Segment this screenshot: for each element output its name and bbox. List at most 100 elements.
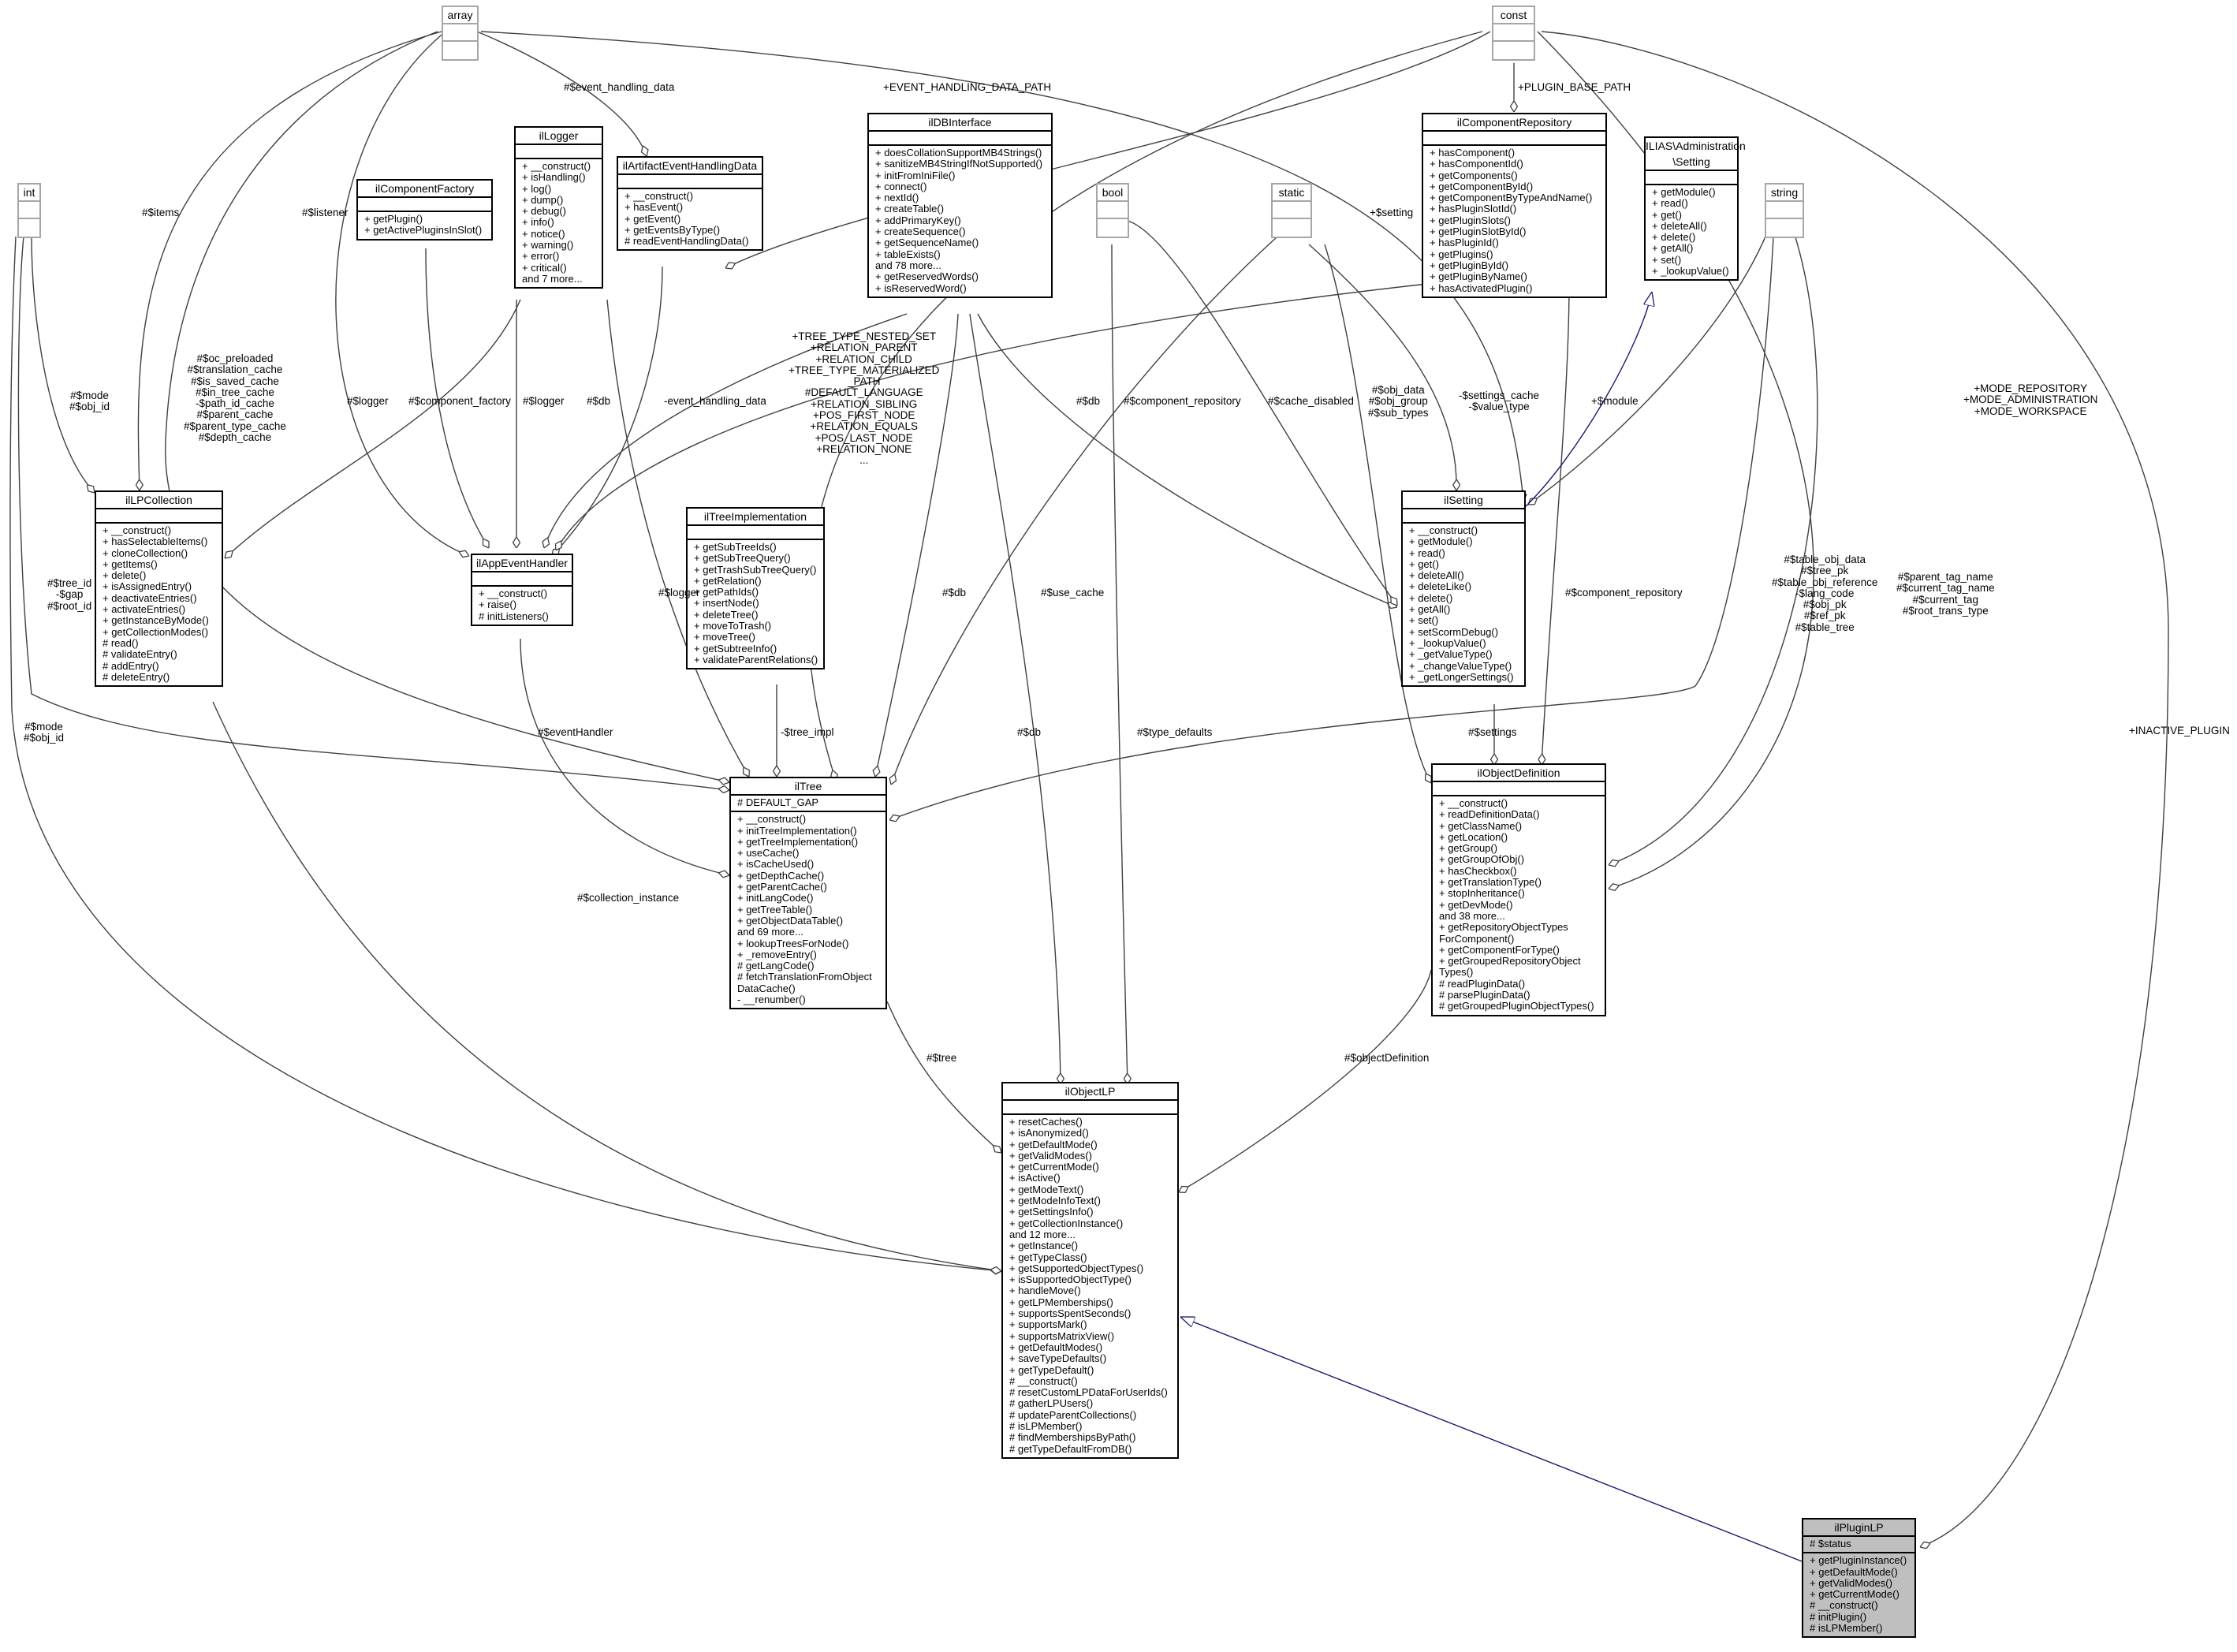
edge-static-objectdef xyxy=(1324,244,1431,783)
class-name: ilTreeImplementation xyxy=(688,509,823,526)
method-section: + __construct() + getModule() + read() +… xyxy=(1409,524,1514,683)
edge-bool-ilsetting xyxy=(1127,220,1397,606)
edge-int-iltree xyxy=(17,236,729,790)
edge-static-iltree xyxy=(891,236,1278,785)
edge-iltree-objectlp xyxy=(886,1001,1001,1153)
edge-array-appeventhandler xyxy=(335,31,469,556)
edge-label: #$settings xyxy=(1468,726,1517,738)
edge-label: -event_handling_data xyxy=(664,395,766,407)
class-illogger: ilLogger + __construct() + isHandling() … xyxy=(514,126,603,289)
edge-db-objectlp xyxy=(969,313,1061,1084)
edge-const-iltree xyxy=(807,31,1483,781)
method-section: + getModule() + read() + get() + deleteA… xyxy=(1652,186,1729,278)
class-int: int xyxy=(17,183,41,238)
class-name: ilArtifactEventHandlingData xyxy=(618,158,762,175)
attr-section xyxy=(1273,202,1311,219)
edge-label: #$tree_id -$gap #$root_id xyxy=(47,577,92,612)
edge-label: #$items xyxy=(142,207,180,218)
class-static: static xyxy=(1271,183,1312,238)
class-illpcollection: ilLPCollection + __construct() + hasSele… xyxy=(95,490,223,688)
attr-section xyxy=(869,132,1051,146)
edge-label: #$db xyxy=(1017,726,1042,738)
attr-section xyxy=(1433,782,1605,796)
edge-array-iltree xyxy=(165,31,729,782)
class-name: bool xyxy=(1098,185,1128,202)
edge-label: #$event_handling_data xyxy=(564,81,675,93)
class-ilcomponentrepository: ilComponentRepository + hasComponent() +… xyxy=(1422,113,1607,298)
class-ilobjectdefinition: ilObjectDefinition + __construct() + rea… xyxy=(1431,763,1606,1016)
edge-label: -$settings_cache -$value_type xyxy=(1459,390,1540,413)
method-section xyxy=(1493,42,1534,59)
edge-lpcollection-objectlp xyxy=(212,701,1001,1271)
edge-label: #$logger xyxy=(347,395,389,407)
class-string: string xyxy=(1765,183,1804,238)
class-name: ilSetting xyxy=(1403,492,1524,509)
edge-label: #$component_factory xyxy=(408,395,511,407)
edge-string-iltree xyxy=(889,220,1775,820)
method-section: + doesCollationSupportMB4Strings() + san… xyxy=(875,147,1043,294)
method-section xyxy=(1273,219,1311,237)
edge-inherit-pluginlp-objectlp xyxy=(1180,1317,1803,1562)
method-section: + __construct() + readDefinitionData() +… xyxy=(1439,797,1594,1012)
edge-label: +PLUGIN_BASE_PATH xyxy=(1518,81,1631,93)
class-name: ilPluginLP xyxy=(1803,1520,1914,1537)
attr-section xyxy=(358,198,491,212)
edge-string-objectdef xyxy=(1609,220,1818,865)
edge-int-lpcollection xyxy=(31,236,95,493)
class-ilsetting: ilSetting + __construct() + getModule() … xyxy=(1401,490,1526,688)
attr-section xyxy=(1493,24,1534,42)
class-name: ILIAS\Administration \Setting xyxy=(1646,138,1746,171)
edge-label: #$objectDefinition xyxy=(1344,1052,1430,1064)
edge-static-ilsetting xyxy=(1308,244,1456,490)
edge-label: #$logger xyxy=(658,587,700,599)
edge-label: #$type_defaults xyxy=(1137,726,1213,738)
edge-label: #$parent_tag_name #$current_tag_name #$c… xyxy=(1896,571,1995,617)
method-section: + __construct() + hasSelectableItems() +… xyxy=(103,524,209,683)
edge-label: +$setting xyxy=(1370,207,1414,218)
class-name: static xyxy=(1273,185,1311,202)
edge-logger-lpcollection xyxy=(225,299,521,558)
class-ilpluginlp: ilPluginLP # $status + getPluginInstance… xyxy=(1802,1518,1916,1639)
method-section: + __construct() + raise() # initListener… xyxy=(479,587,549,622)
class-ilias-administration-setting: ILIAS\Administration \Setting + getModul… xyxy=(1644,136,1746,282)
edge-label: #$component_repository xyxy=(1124,395,1241,407)
class-ilappeventhandler: ilAppEventHandler + __construct() + rais… xyxy=(471,554,573,626)
attr-section xyxy=(472,572,572,587)
edge-label: -$tree_impl xyxy=(781,726,834,738)
edge-label: +MODE_REPOSITORY +MODE_ADMINISTRATION +M… xyxy=(1963,382,2098,417)
attr-section xyxy=(688,526,823,540)
class-array: array xyxy=(442,6,479,61)
edge-artifact-appevent xyxy=(552,266,663,556)
edge-objectdef-objectlp xyxy=(1179,969,1432,1192)
edge-label: +$module xyxy=(1591,395,1639,407)
class-name: array xyxy=(443,7,477,24)
method-section xyxy=(19,219,39,237)
edge-label: +TREE_TYPE_NESTED_SET +RELATION_PARENT +… xyxy=(789,330,940,467)
edge-label: #$logger xyxy=(523,395,565,407)
attr-section xyxy=(1423,132,1605,146)
edge-label: +EVENT_HANDLING_DATA_PATH xyxy=(883,81,1052,93)
edge-const-artifact xyxy=(725,31,1491,268)
method-section xyxy=(443,42,477,59)
edge-label: #$table_obj_data #$tree_pk #$table_obj_r… xyxy=(1772,554,1878,633)
attr-section xyxy=(96,509,222,524)
edge-label: #$db xyxy=(587,395,611,407)
attr-section: # DEFAULT_GAP xyxy=(731,796,885,813)
class-name: const xyxy=(1493,7,1534,24)
attr-section xyxy=(618,175,762,189)
method-section: + resetCaches() + isAnonymized() + getDe… xyxy=(1009,1116,1168,1455)
method-section: + hasComponent() + hasComponentId() + ge… xyxy=(1430,147,1593,294)
edge-label: #$mode #$obj_id xyxy=(24,721,65,744)
edge-appevent-iltree xyxy=(520,638,729,875)
method-section: + getSubTreeIds() + getSubTreeQuery() + … xyxy=(694,541,818,666)
method-section xyxy=(1766,219,1803,237)
attr-section xyxy=(516,145,602,159)
edge-db-appevent xyxy=(544,313,908,548)
method-section: + getPluginInstance() + getDefaultMode()… xyxy=(1810,1554,1907,1635)
edge-logger-iltree xyxy=(606,299,749,777)
method-section xyxy=(1098,219,1128,237)
edge-label: #$eventHandler xyxy=(538,726,613,738)
method-section: + __construct() + isHandling() + log() +… xyxy=(522,160,591,285)
